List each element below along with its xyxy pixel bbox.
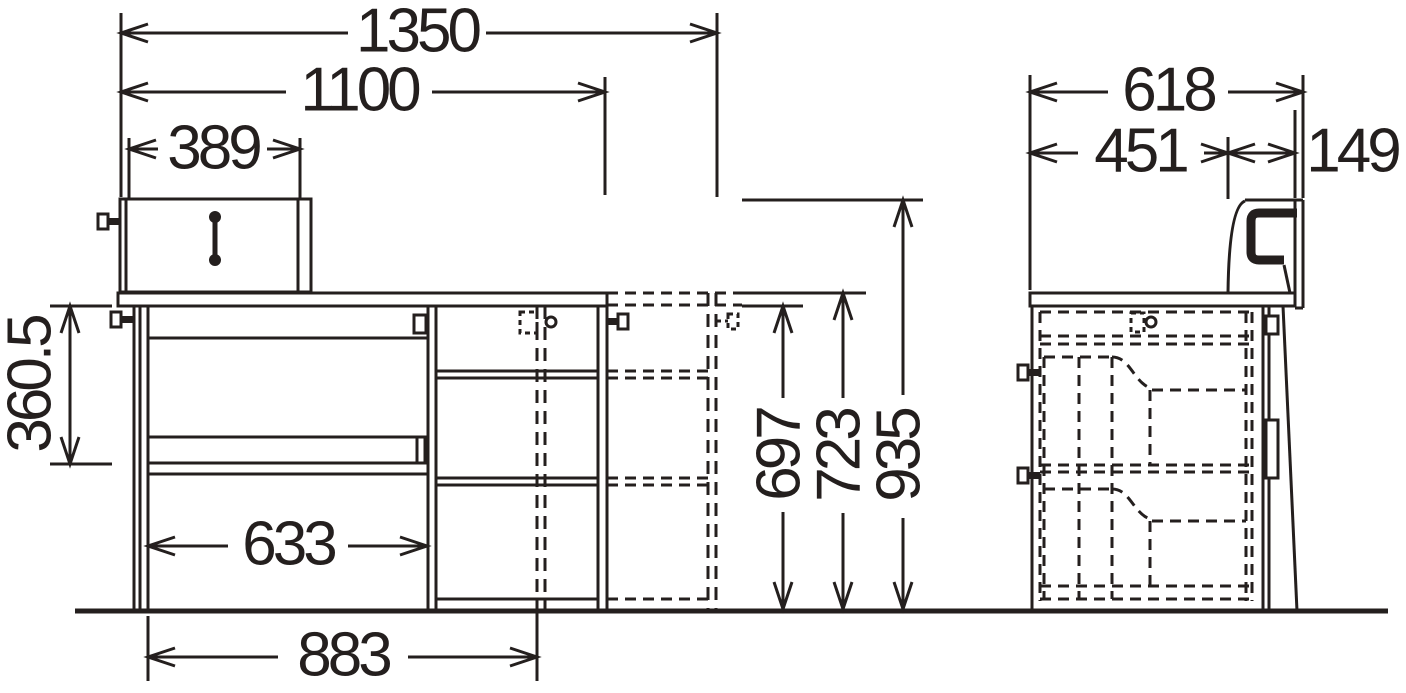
leg-knob-icon	[109, 310, 134, 329]
dim-label-723: 723	[805, 409, 874, 502]
dim-label-633: 633	[242, 510, 335, 579]
dim-label-451: 451	[1094, 117, 1187, 186]
side-lock-plate-outline	[1129, 311, 1146, 334]
side-knob-upper-icon	[1016, 363, 1040, 382]
dimension-633: 633	[143, 510, 432, 579]
back-leg	[1281, 305, 1299, 612]
dimension-389: 389	[124, 114, 305, 198]
dimension-618: 618	[1025, 56, 1308, 290]
lock-plate-outline	[518, 310, 539, 335]
side-lock-cylinder-icon	[1144, 315, 1158, 329]
hutch-handle-icon	[209, 211, 221, 266]
dimension-149: 149	[1223, 110, 1403, 198]
dimension-883: 883	[143, 613, 542, 690]
back-bracket-upper	[1264, 314, 1280, 336]
hutch-knob-icon	[96, 212, 121, 231]
side-hidden-lines	[1038, 310, 1254, 601]
dim-label-1100: 1100	[300, 56, 420, 125]
side-cabinet	[1016, 304, 1299, 613]
dimension-723: 723	[742, 288, 874, 614]
apron-catch	[412, 313, 428, 335]
dim-label-697: 697	[745, 408, 814, 501]
side-desktop	[1028, 291, 1297, 308]
phantom-knob-icon	[726, 312, 740, 331]
dimension-697: 697	[742, 301, 814, 614]
dimension-1100: 1100	[116, 56, 610, 195]
side-dimensions: 618 451 149	[1025, 56, 1403, 290]
dim-label-883: 883	[297, 621, 390, 690]
phantom-drawer-unit	[607, 293, 740, 611]
left-leg	[109, 304, 150, 613]
dimension-360-5: 360.5	[0, 301, 112, 469]
side-knob-lower-icon	[1016, 466, 1040, 485]
hutch-cabinet	[96, 197, 313, 294]
front-dimensions: 1350 1100 389 360.5	[0, 0, 934, 690]
dim-label-360-5: 360.5	[0, 316, 65, 453]
back-panel-profile	[1226, 198, 1305, 310]
dimension-451: 451	[1025, 117, 1233, 199]
back-bracket-lower	[1264, 418, 1280, 480]
desktop	[116, 291, 609, 308]
back-panel-handle-cutout	[1246, 208, 1297, 265]
drawer-knob-icon	[607, 312, 630, 331]
shelf	[146, 435, 432, 476]
dim-label-935: 935	[865, 409, 934, 502]
dimension-1350: 1350	[116, 0, 722, 197]
dim-label-149: 149	[1306, 117, 1399, 186]
side-view	[1016, 198, 1305, 613]
lock-cylinder-icon	[544, 315, 558, 329]
front-view	[96, 197, 742, 613]
phantom-desktop	[607, 291, 742, 307]
apron-rail	[146, 304, 430, 340]
dim-label-389: 389	[167, 114, 260, 183]
dim-label-1350: 1350	[356, 0, 480, 66]
dim-label-618: 618	[1122, 56, 1215, 125]
drawer-unit	[426, 304, 630, 613]
dimension-935: 935	[742, 195, 934, 614]
